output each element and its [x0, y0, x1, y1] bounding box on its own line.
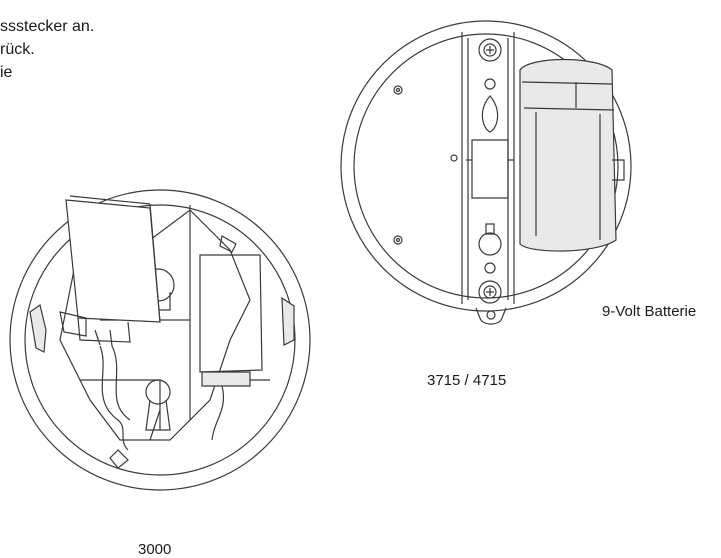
device-3000-illustration: [9, 189, 311, 491]
battery-label: 9-Volt Batterie: [602, 303, 697, 320]
instruction-line-3: ie: [0, 64, 13, 81]
instruction-line-1: ssstecker an.: [0, 18, 95, 35]
instruction-line-2: rück.: [0, 41, 35, 58]
model-label-3000: 3000: [138, 541, 172, 558]
model-label-3715-4715: 3715 / 4715: [427, 372, 507, 389]
device-3715-4715-illustration: [340, 20, 632, 325]
